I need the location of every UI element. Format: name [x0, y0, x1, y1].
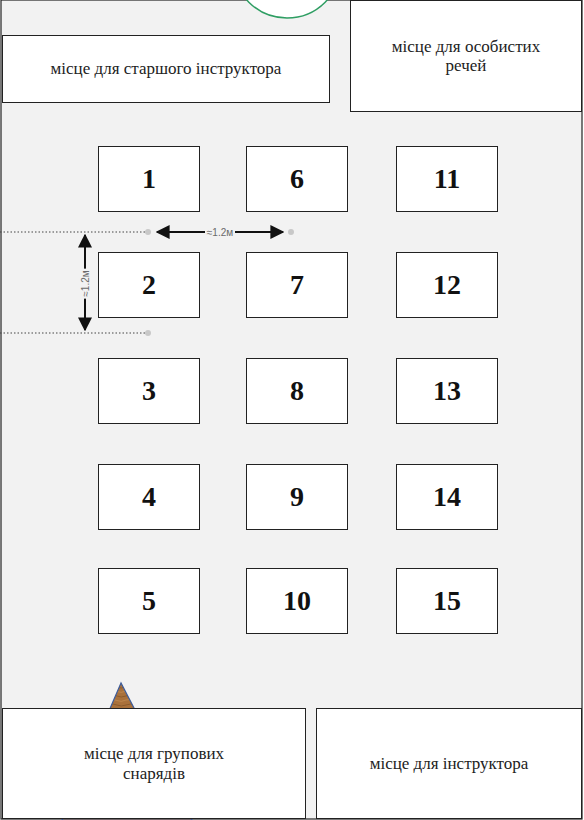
place-number: 3	[142, 375, 156, 406]
workout-place: 12	[396, 252, 498, 318]
workout-place: 9	[246, 464, 348, 530]
dimension-dot	[145, 229, 151, 235]
place-number: 9	[290, 481, 304, 512]
place-number: 12	[433, 269, 461, 300]
place-number: 1	[142, 163, 156, 194]
workout-place: 3	[98, 358, 200, 424]
zone-label: місце для інструктора	[370, 754, 529, 773]
workout-place: 13	[396, 358, 498, 424]
zone-box: місце для інструктора	[316, 708, 582, 819]
workout-place: 8	[246, 358, 348, 424]
zone-box: місце для особистих речей	[350, 0, 582, 112]
place-number: 10	[283, 585, 311, 616]
dimension-label: ≈1.2м	[79, 268, 90, 298]
workout-place: 6	[246, 146, 348, 212]
workout-place: 7	[246, 252, 348, 318]
place-number: 2	[142, 269, 156, 300]
place-number: 6	[290, 163, 304, 194]
place-number: 8	[290, 375, 304, 406]
dimension-guide	[0, 232, 146, 233]
workout-place: 1	[98, 146, 200, 212]
dimension-dot	[288, 229, 294, 235]
workout-place: 2	[98, 252, 200, 318]
dimension-dot	[145, 330, 151, 336]
workout-place: 10	[246, 568, 348, 634]
workout-place: 14	[396, 464, 498, 530]
zone-label: місце для старшого інструктора	[51, 59, 282, 78]
workout-place: 5	[98, 568, 200, 634]
place-number: 5	[142, 585, 156, 616]
zone-box: місце для старшого інструктора	[2, 35, 330, 103]
place-number: 11	[434, 163, 460, 194]
workout-place: 15	[396, 568, 498, 634]
place-number: 13	[433, 375, 461, 406]
dimension-guide	[0, 333, 146, 334]
place-number: 7	[290, 269, 304, 300]
workout-place: 11	[396, 146, 498, 212]
zone-box: місце для групових снарядів	[2, 708, 306, 819]
dimension-label: ≈1.2м	[205, 227, 235, 238]
zone-label: місце для групових снарядів	[79, 744, 229, 782]
place-number: 15	[433, 585, 461, 616]
entry-circle	[233, 0, 341, 18]
place-number: 14	[433, 481, 461, 512]
workout-place: 4	[98, 464, 200, 530]
zone-label: місце для особистих речей	[391, 37, 541, 75]
place-number: 4	[142, 481, 156, 512]
